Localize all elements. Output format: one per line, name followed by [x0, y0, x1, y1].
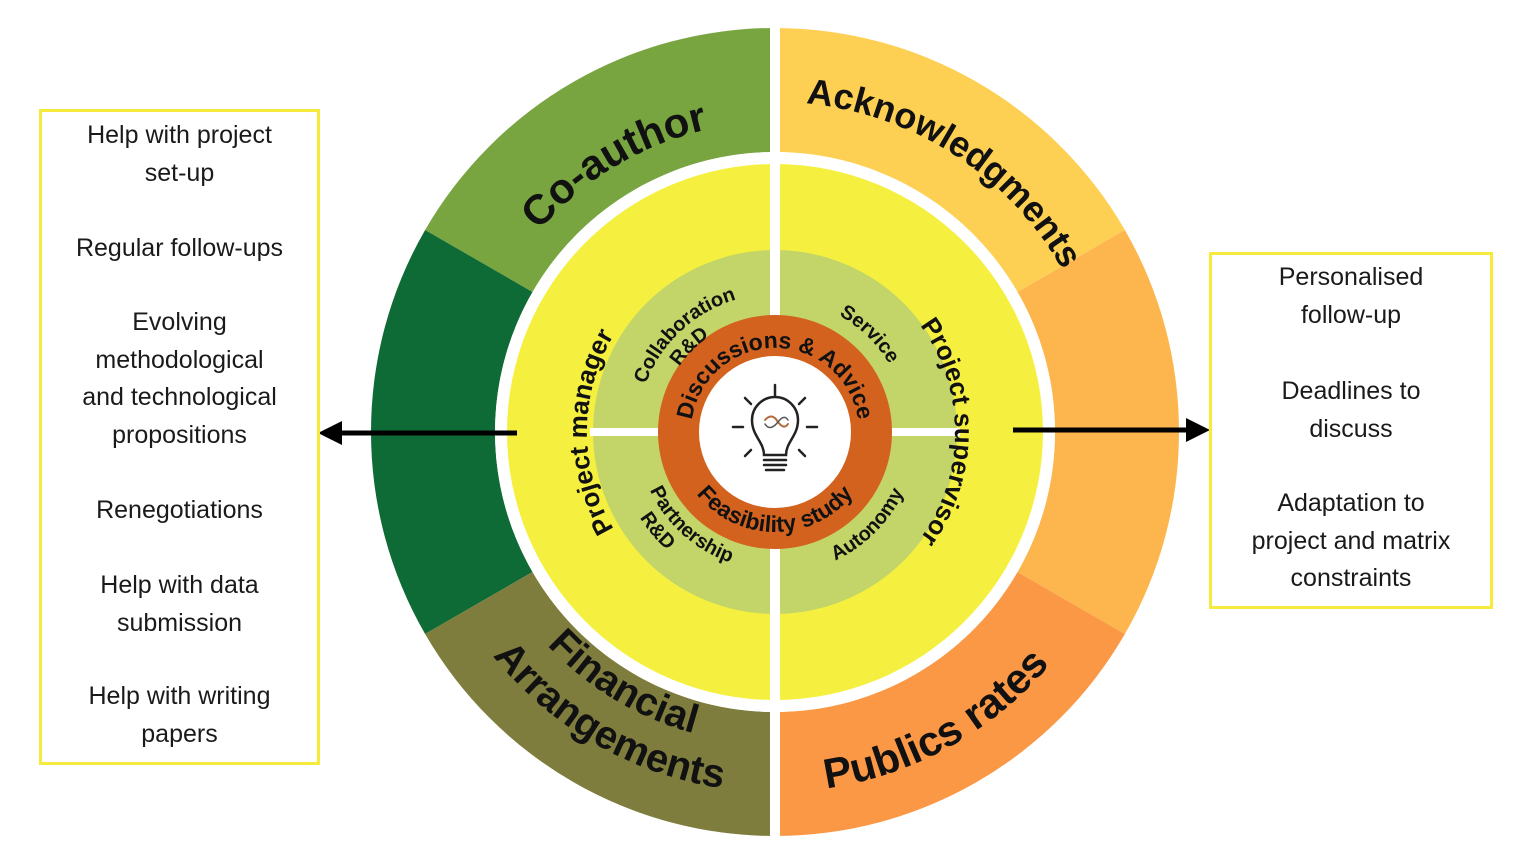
right_box-item: project and matrix — [1251, 526, 1451, 555]
left_box-item: Evolving — [132, 308, 227, 336]
right_box-item: Personalised — [1278, 263, 1424, 291]
left_box-item: Help with data — [100, 571, 259, 599]
acknowledgments-segment — [775, 28, 1125, 292]
left_box-item: Regular follow-ups — [75, 234, 284, 262]
right_box-item: constraints — [1290, 564, 1412, 592]
right-arrow — [1013, 418, 1210, 442]
left_box-item: Help with project — [87, 121, 272, 149]
left_box-item: submission — [116, 608, 243, 637]
left_box-item: methodological — [95, 345, 264, 374]
right_box-item: Adaptation to — [1277, 489, 1425, 517]
left_box-item: Help with writing — [88, 682, 271, 710]
right_box-item: discuss — [1309, 414, 1393, 443]
left_box-item: Renegotiations — [96, 496, 263, 524]
co-author-segment — [425, 28, 775, 292]
right_box-item: Deadlines to — [1281, 377, 1421, 405]
left_box-item: and technological — [82, 383, 277, 411]
left_box-item: set-up — [144, 158, 215, 187]
core-center — [699, 356, 851, 508]
left-arrow — [318, 421, 517, 445]
lightbulb-dna-icon — [731, 383, 819, 472]
publics-rates-segment — [775, 572, 1125, 836]
financial-segment — [425, 572, 775, 836]
left_box-item: papers — [141, 719, 218, 748]
left_box-item: propositions — [112, 420, 247, 449]
right_box-item: follow-up — [1300, 300, 1402, 329]
